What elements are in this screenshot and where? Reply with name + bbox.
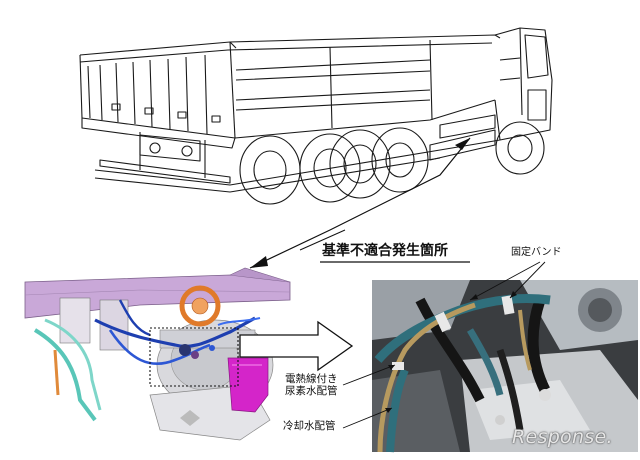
truck-line-drawing — [79, 27, 553, 205]
nonconformity-location-label: 基準不適合発生箇所 — [322, 243, 448, 259]
heated-urea-pipe-label: 電熱線付き 尿素水配管 — [285, 373, 338, 397]
cad-coolant-pipe — [33, 328, 97, 422]
fixing-band-label: 固定バンド — [511, 247, 562, 258]
cad-magenta-tank — [227, 357, 269, 413]
cad-focus-box — [149, 327, 239, 387]
engine-photo — [372, 280, 638, 453]
cad-urea-pipe — [94, 316, 256, 348]
photo-coolant-pipe — [377, 302, 476, 453]
cad-heat-shield — [179, 285, 221, 327]
heated-urea-pipe-label-line2: 尿素水配管 — [285, 385, 338, 398]
response-watermark: Response. — [512, 426, 613, 448]
cad-to-photo-arrow — [239, 320, 354, 372]
coolant-pipe-label: 冷却水配管 — [283, 420, 336, 432]
callout-leaders — [342, 261, 546, 429]
heated-urea-pipe-label-line1: 電熱線付き — [285, 373, 338, 385]
location-pointer-arrow — [249, 137, 471, 269]
